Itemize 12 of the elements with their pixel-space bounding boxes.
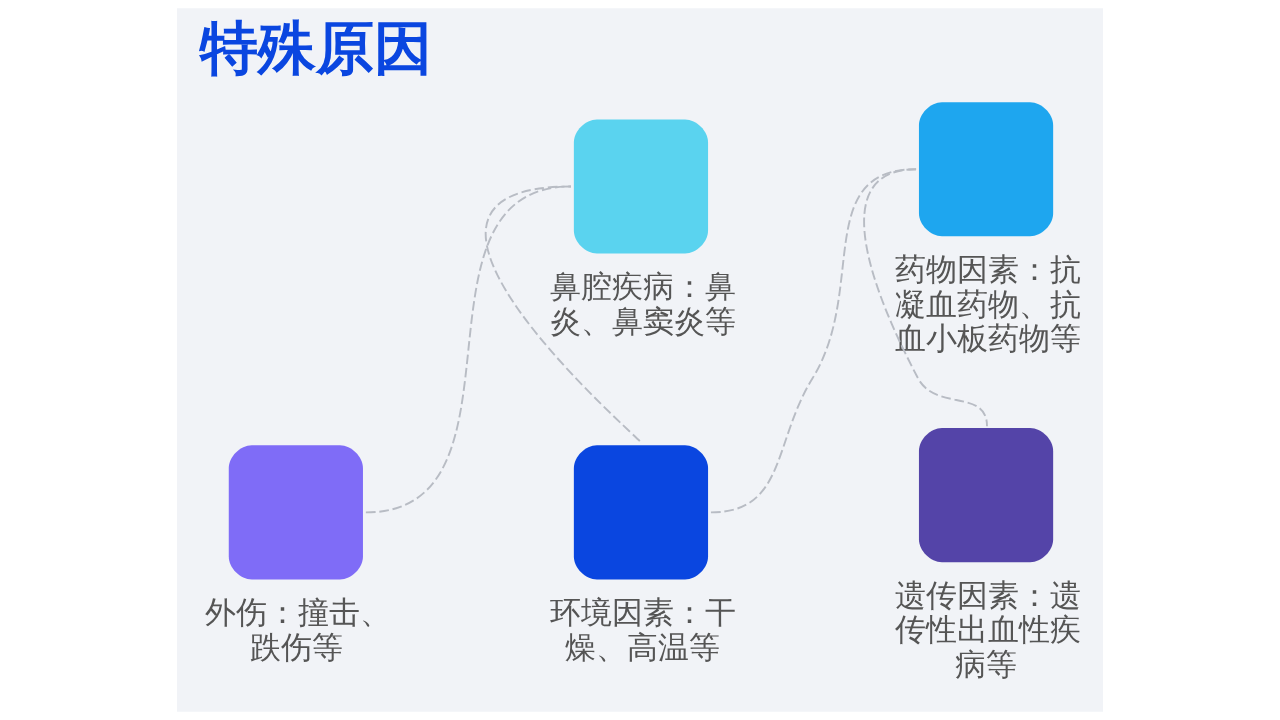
connector	[863, 168, 988, 428]
node-box	[918, 102, 1054, 237]
node-box	[573, 119, 709, 254]
node-box	[573, 445, 709, 580]
node-label: 遗传因素：遗传性出血性疾病等	[894, 577, 1081, 682]
node-label: 鼻腔疾病：鼻炎、鼻窦炎等	[549, 269, 736, 339]
node-label: 药物因素：抗凝血药物、抗血小板药物等	[894, 252, 1081, 357]
node-label: 外伤：撞击、跌伤等	[204, 595, 391, 665]
node-box	[228, 445, 363, 580]
node-label: 环境因素：干燥、高温等	[549, 595, 736, 665]
diagram-title: 特殊原因	[200, 14, 433, 82]
node-box	[918, 428, 1054, 563]
